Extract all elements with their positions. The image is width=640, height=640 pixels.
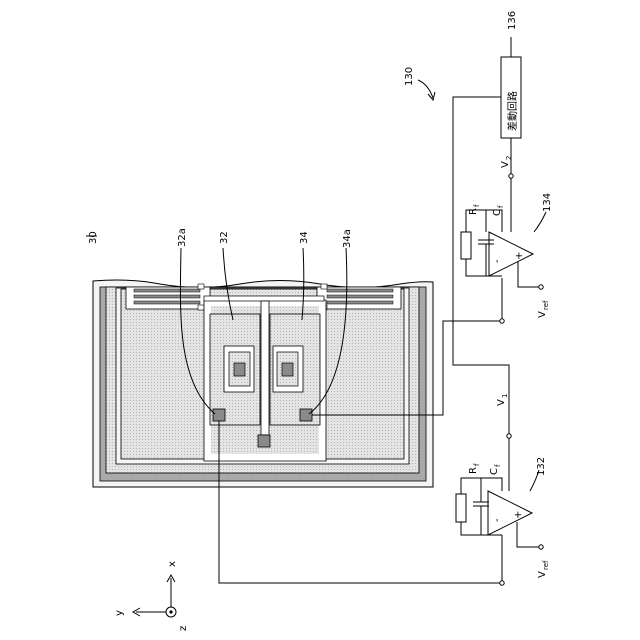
center-stem xyxy=(261,301,269,435)
label-132: 132 xyxy=(536,457,547,476)
pad-32a xyxy=(213,409,225,421)
amp-132 xyxy=(456,434,543,585)
label-vref-b: V xyxy=(537,311,548,318)
label-rf-b-sub: f xyxy=(473,204,481,207)
label-130: 130 xyxy=(404,67,415,86)
label-diff-circuit: 差動回路 xyxy=(506,91,519,131)
label-rf-b: R xyxy=(468,208,479,215)
label-axis-z: z xyxy=(178,626,189,631)
center-pad xyxy=(258,435,270,447)
label-136: 136 xyxy=(507,11,518,30)
label-minus-a: - xyxy=(492,518,503,522)
label-minus-b: - xyxy=(492,259,503,263)
label-v2-sub: 2 xyxy=(505,156,513,160)
label-axis-y: y xyxy=(114,610,125,616)
label-vref-a-sub: ref xyxy=(542,560,550,570)
electrode-32 xyxy=(210,314,260,425)
label-34: 34 xyxy=(299,231,310,244)
sensor-device xyxy=(93,280,433,487)
label-axis-x: x xyxy=(167,561,178,567)
label-32a: 32a xyxy=(177,228,188,247)
label-v1: V xyxy=(496,399,507,406)
label-cf-a-sub: f xyxy=(494,464,502,467)
label-rf-a-sub: f xyxy=(473,463,481,466)
label-vref-a: V xyxy=(537,571,548,578)
label-v1-sub: 1 xyxy=(501,394,509,398)
pad-34a xyxy=(300,409,312,421)
leader-134 xyxy=(534,212,546,232)
label-cf-b-sub: f xyxy=(497,205,505,208)
ref-130-arrow xyxy=(418,80,435,100)
axis-indicator xyxy=(133,575,176,617)
label-cf-a: C xyxy=(489,468,500,475)
spring-right xyxy=(317,284,401,310)
label-plus-a: + xyxy=(513,511,524,519)
spring-left xyxy=(126,284,210,310)
electrode-34 xyxy=(270,314,320,425)
label-32: 32 xyxy=(219,231,230,244)
label-rf-a: R xyxy=(468,467,479,474)
label-30: 30 xyxy=(88,231,99,244)
label-vref-b-sub: ref xyxy=(542,300,550,310)
label-134: 134 xyxy=(542,193,553,212)
label-plus-b: + xyxy=(514,252,525,260)
label-34a: 34a xyxy=(342,229,353,248)
label-cf-b: C xyxy=(492,209,503,216)
label-v2: V xyxy=(500,161,511,168)
